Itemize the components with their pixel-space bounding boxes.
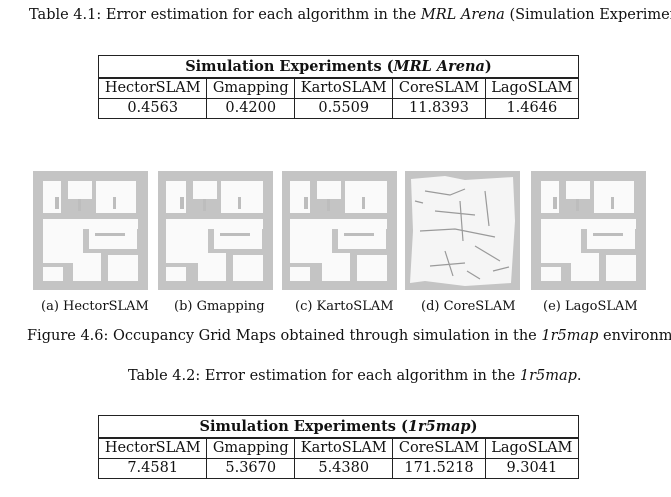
value-cell: 171.5218 [392,458,486,479]
header-cell: KartoSLAM [294,77,394,99]
subcaption-e: (e) LagoSLAM [543,299,638,314]
map-kartoslam [282,171,397,290]
caption-italic: MRL Arena [420,7,505,23]
table-4-2: Simulation Experiments (1r5map) HectorSL… [97,415,580,479]
value-cell: 0.4200 [206,98,296,119]
table-4-1: Simulation Experiments (MRL Arena) Hecto… [97,55,580,119]
header-cell: LagoSLAM [484,437,580,459]
caption-suffix: . [576,368,582,384]
occupancy-map-image [282,171,397,290]
caption-prefix: Table 4.1: Error estimation for each alg… [29,7,421,23]
header-cell: Gmapping [206,437,296,459]
header-cell: CoreSLAM [392,77,486,99]
caption-italic: 1r5map [519,368,577,384]
caption-prefix: Figure 4.6: Occupancy Grid Maps obtained… [27,328,542,344]
map-coreslam [405,171,520,290]
subcaption-d: (d) CoreSLAM [421,299,516,314]
header-cell: HectorSLAM [97,437,208,459]
caption-suffix: (Simulation Experiments). [509,7,671,23]
table-title-row: Simulation Experiments (1r5map) [98,415,579,439]
map-lagoslam [531,171,646,290]
value-cell: 11.8393 [392,98,486,119]
header-cell: LagoSLAM [484,77,580,99]
value-cell: 0.5509 [294,98,394,119]
occupancy-map-image [158,171,273,290]
subcaption-a: (a) HectorSLAM [41,299,149,314]
table-4-1-caption: Table 4.1: Error estimation for each alg… [29,7,671,23]
table-title: Simulation Experiments (1r5map) [98,415,579,439]
caption-italic: 1r5map [541,328,599,344]
value-cell: 0.4563 [97,98,208,119]
subcaption-b: (b) Gmapping [174,299,265,314]
value-cell: 9.3041 [484,458,580,479]
table-header-row: HectorSLAM Gmapping KartoSLAM CoreSLAM L… [97,77,580,99]
value-cell: 5.4380 [294,458,394,479]
value-cell: 7.4581 [97,458,208,479]
table-title-row: Simulation Experiments (MRL Arena) [98,55,579,79]
occupancy-map-image [531,171,646,290]
value-cell: 5.3670 [206,458,296,479]
table-value-row: 7.4581 5.3670 5.4380 171.5218 9.3041 [97,458,580,479]
occupancy-map-image [33,171,148,290]
header-cell: Gmapping [206,77,296,99]
header-cell: HectorSLAM [97,77,208,99]
caption-prefix: Table 4.2: Error estimation for each alg… [128,368,520,384]
header-cell: CoreSLAM [392,437,486,459]
value-cell: 1.4646 [484,98,580,119]
figure-4-6-caption: Figure 4.6: Occupancy Grid Maps obtained… [27,328,671,344]
table-value-row: 0.4563 0.4200 0.5509 11.8393 1.4646 [97,98,580,119]
occupancy-map-image [405,171,520,290]
table-header-row: HectorSLAM Gmapping KartoSLAM CoreSLAM L… [97,437,580,459]
table-4-2-caption: Table 4.2: Error estimation for each alg… [128,368,582,384]
map-gmapping [158,171,273,290]
header-cell: KartoSLAM [294,437,394,459]
caption-suffix: environment. [603,328,671,344]
table-title: Simulation Experiments (MRL Arena) [98,55,579,79]
subcaption-c: (c) KartoSLAM [295,299,394,314]
map-hectorslam [33,171,148,290]
